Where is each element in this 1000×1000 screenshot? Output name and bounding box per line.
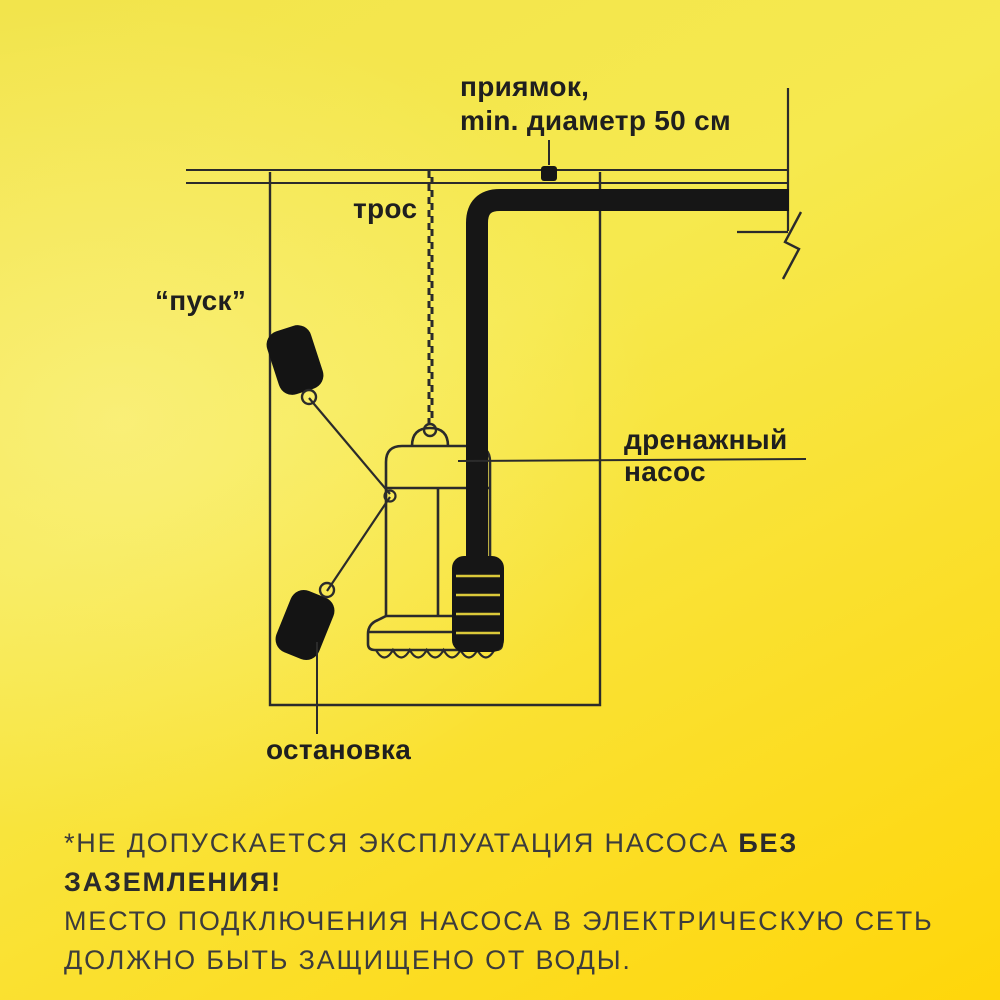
ground-line [186,169,788,184]
pump-label-line1: дренажный [624,424,788,455]
leader-lines [316,140,807,734]
pump-leader [457,458,807,462]
footnote-line2: МЕСТО ПОДКЛЮЧЕНИЯ НАСОСА В ЭЛЕКТРИЧЕСКУЮ… [64,906,934,936]
rope-label: трос [353,193,418,224]
pump-label-line2: насос [624,456,706,487]
float-switch-stop [275,489,397,660]
pump-handle [410,426,450,447]
rope [422,171,438,438]
pump-strainer-scallops [375,647,496,659]
footnote: *НЕ ДОПУСКАЕТСЯ ЭКСПЛУАТАЦИЯ НАСОСА БЕЗ … [64,824,964,980]
pit-label-line2: min. диаметр 50 см [460,105,732,136]
float-switch-start [266,325,391,495]
hose-coupling [452,556,504,652]
start-float-label: “пуск” [155,285,247,316]
footnote-line1-text: *НЕ ДОПУСКАЕТСЯ ЭКСПЛУАТАЦИЯ НАСОСА [64,828,739,858]
stop-float-label: остановка [266,734,412,765]
footnote-line1: *НЕ ДОПУСКАЕТСЯ ЭКСПЛУАТАЦИЯ НАСОСА БЕЗ … [64,824,964,902]
footnote-line3: ДОЛЖНО БЫТЬ ЗАЩИЩЕНО ОТ ВОДЫ. [64,945,632,975]
discharge-pipe [466,189,789,566]
footnote-line1-emphasis: БЕЗ ЗАЗЕМЛЕНИЯ! [64,828,799,897]
pit-label: приямок, min. диаметр 50 см [460,70,731,138]
pump-label: дренажный насос [624,424,788,488]
cable-attachment-point [383,489,397,503]
cable-gland [541,166,557,181]
pit-label-line1: приямок, [460,71,590,102]
pit-outline [268,172,602,707]
pipe-break-mark [781,211,803,280]
rope-shackle [422,422,438,438]
